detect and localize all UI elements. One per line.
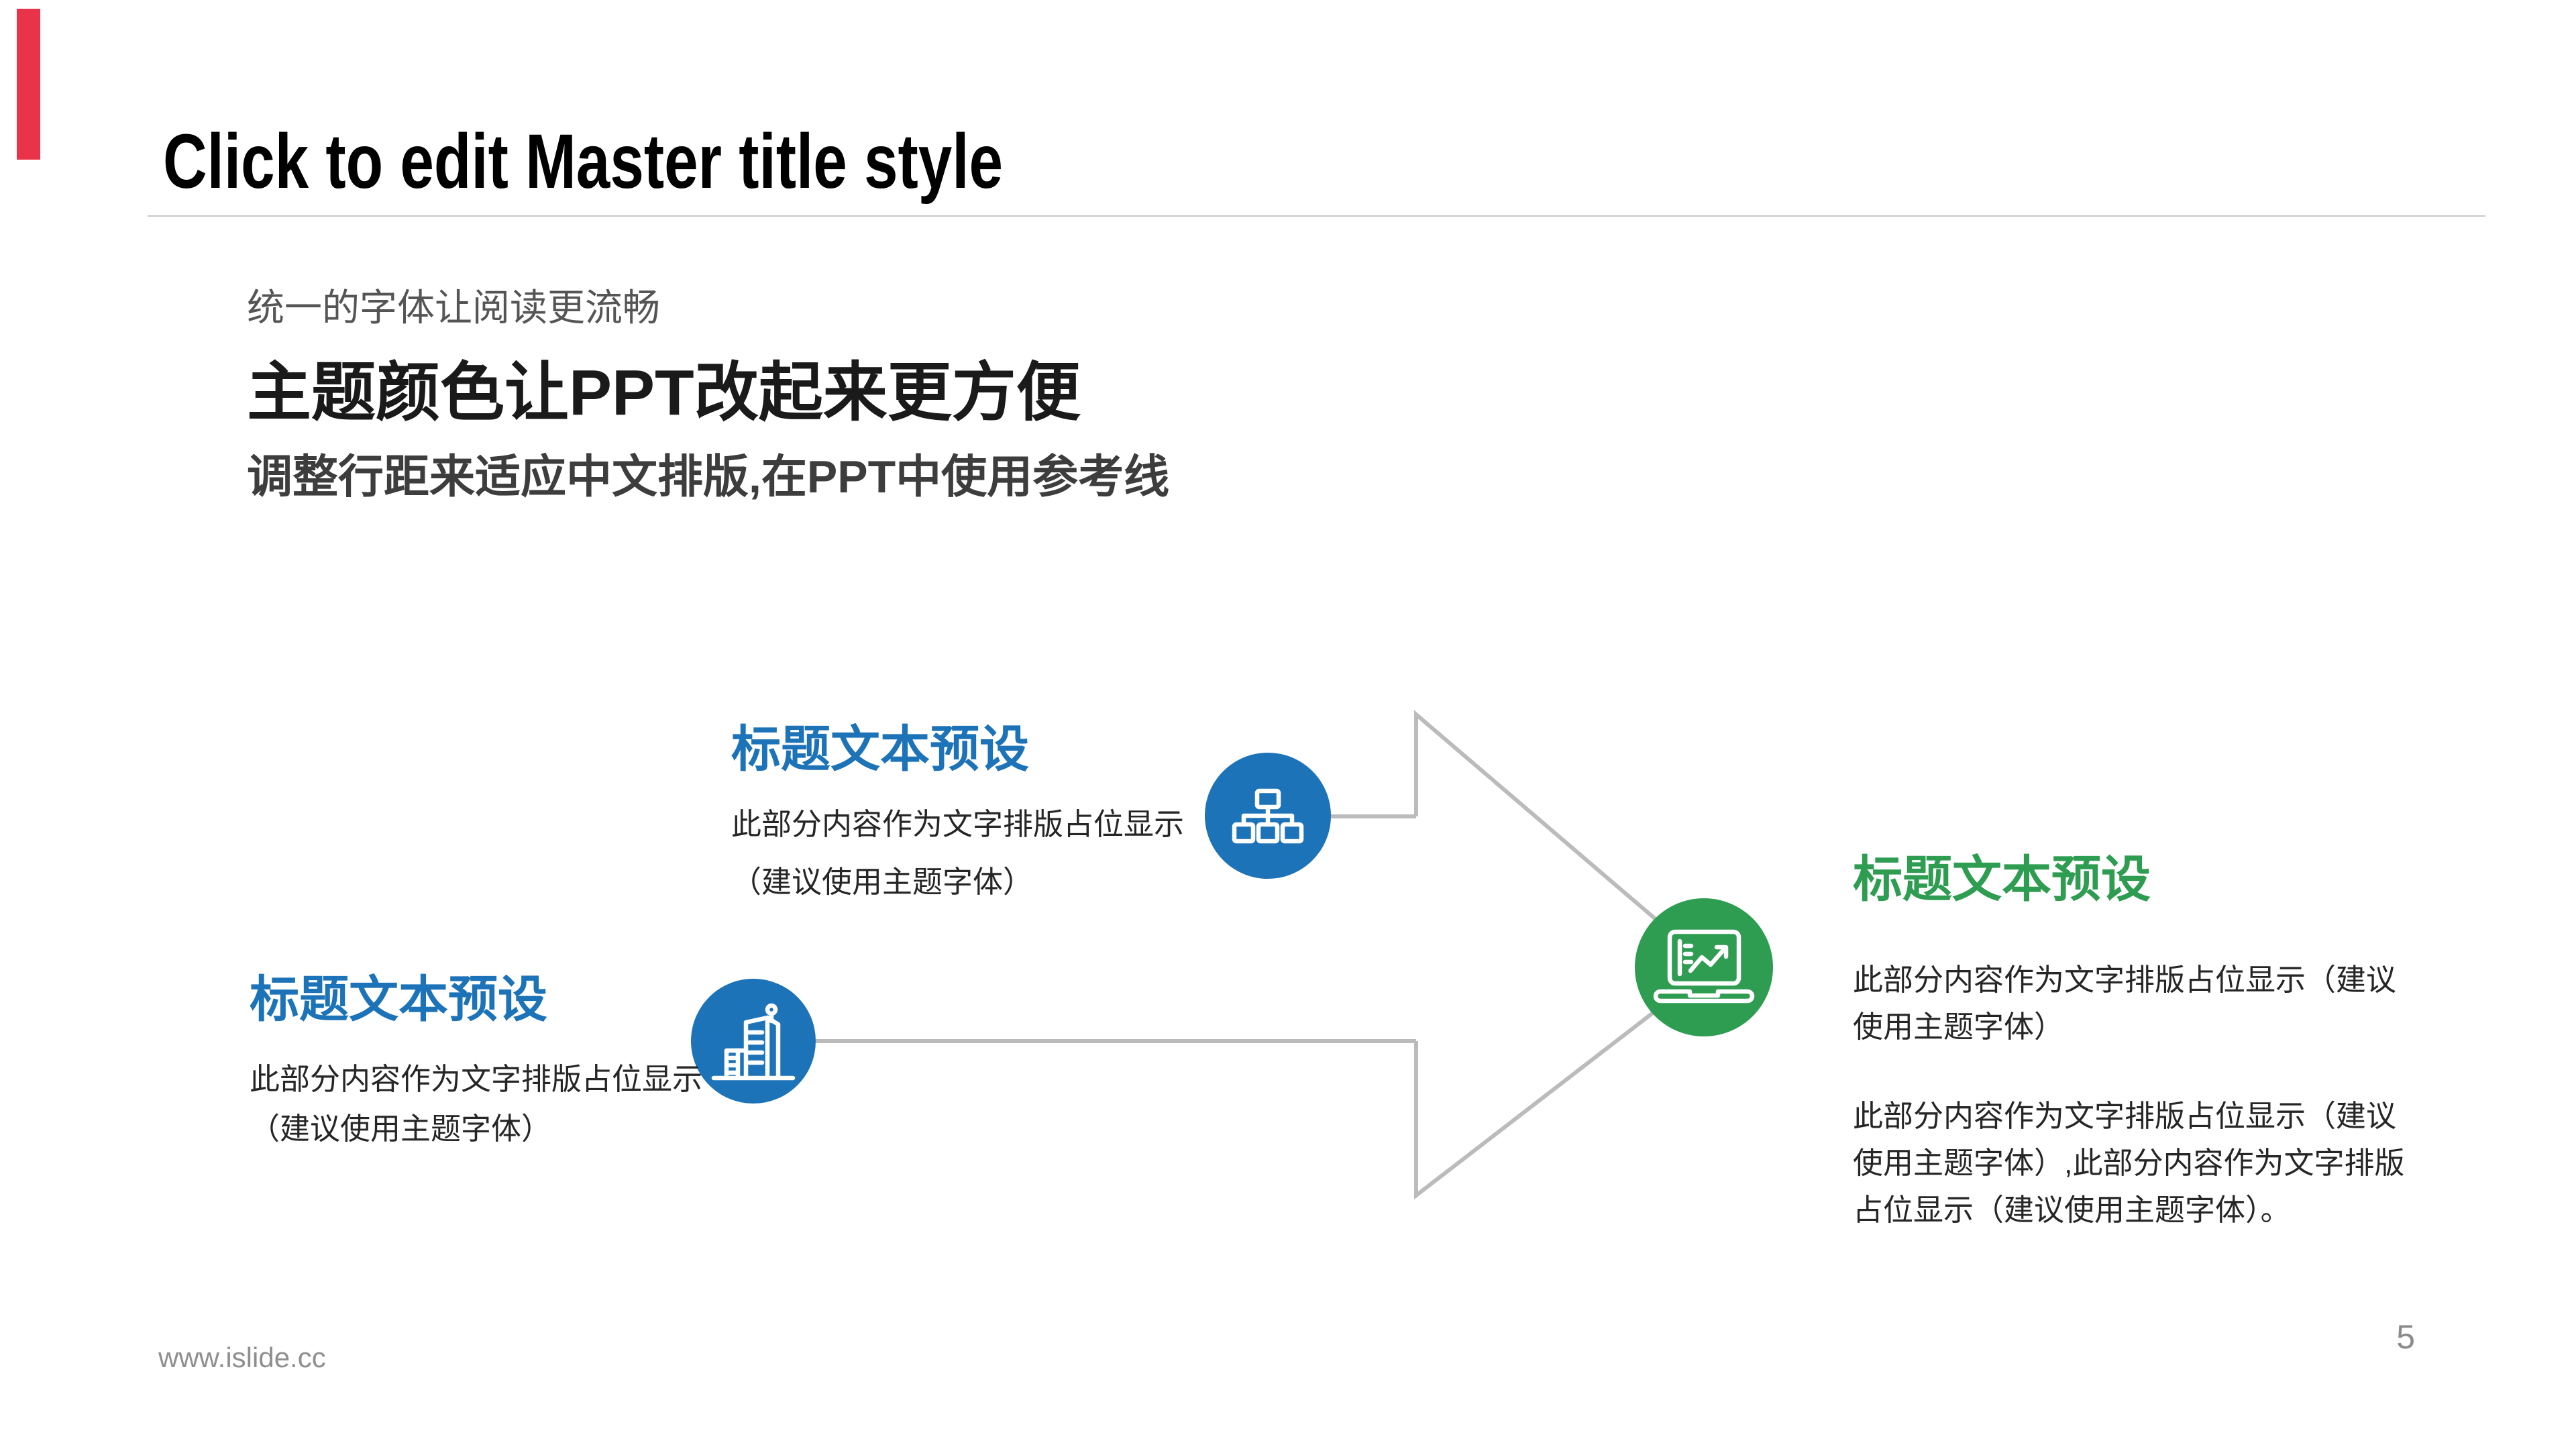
arrow-outline-top [1414, 710, 1713, 969]
laptop-circle [1635, 898, 1773, 1036]
block-right-p2-line-3: 占位显示（建议使用主题字体）。 [1853, 1193, 2291, 1227]
page-number: 5 [2396, 1318, 2415, 1356]
building-circle [691, 979, 816, 1104]
brand-red-bar [17, 9, 40, 160]
arrow-outline-bottom [1414, 965, 1713, 1200]
block-right-paragraph-1: 此部分内容作为文字排版占位显示（建议 使用主题字体） [1853, 957, 2405, 1051]
block-right-paragraph-2: 此部分内容作为文字排版占位显示（建议 使用主题字体）,此部分内容作为文字排版 占… [1853, 1093, 2405, 1234]
slide-master-title: Click to edit Master title style [163, 119, 1004, 205]
block-left-line-1: 此部分内容作为文字排版占位显示 [250, 1062, 703, 1096]
intro-text-block: 统一的字体让阅读更流畅 主题颜色让PPT改起来更方便 调整行距来适应中文排版,在… [247, 284, 1169, 507]
block-right-p1-line-1: 此部分内容作为文字排版占位显示（建议 [1853, 963, 2397, 997]
block-left-title: 标题文本预设 [250, 971, 547, 1027]
org-chart-circle [1205, 753, 1331, 879]
intro-line-1: 统一的字体让阅读更流畅 [247, 286, 660, 329]
text-block-top: 标题文本预设 此部分内容作为文字排版占位显示 （建议使用主题字体） [731, 724, 1184, 911]
laptop-trend-chart-icon [1653, 929, 1755, 1004]
title-divider-rule [148, 215, 2485, 217]
text-block-right: 标题文本预设 此部分内容作为文字排版占位显示（建议 使用主题字体） 此部分内容作… [1853, 855, 2405, 1234]
block-top-body: 此部分内容作为文字排版占位显示 （建议使用主题字体） [731, 796, 1184, 911]
text-block-left: 标题文本预设 此部分内容作为文字排版占位显示 （建议使用主题字体） [250, 975, 702, 1154]
block-right-title: 标题文本预设 [1853, 851, 2151, 907]
block-right-p1-line-2: 使用主题字体） [1853, 1010, 2065, 1044]
block-right-p2-line-2: 使用主题字体）,此部分内容作为文字排版 [1853, 1146, 2405, 1180]
intro-line-3: 调整行距来适应中文排版,在PPT中使用参考线 [247, 451, 1170, 502]
intro-line-2: 主题颜色让PPT改起来更方便 [247, 357, 1081, 429]
block-top-line-2: （建议使用主题字体） [731, 865, 1034, 899]
building-icon [711, 1003, 796, 1081]
block-right-p2-line-1: 此部分内容作为文字排版占位显示（建议 [1853, 1099, 2397, 1133]
org-chart-icon [1232, 788, 1304, 844]
footer-website-url: www.islide.cc [158, 1342, 326, 1373]
connector-lines [816, 710, 1713, 1200]
block-left-body: 此部分内容作为文字排版占位显示 （建议使用主题字体） [250, 1055, 702, 1154]
green-circle-right [1635, 898, 1773, 1036]
block-left-line-2: （建议使用主题字体） [250, 1112, 552, 1146]
block-top-title: 标题文本预设 [731, 721, 1029, 777]
block-top-line-1: 此部分内容作为文字排版占位显示 [731, 807, 1185, 841]
